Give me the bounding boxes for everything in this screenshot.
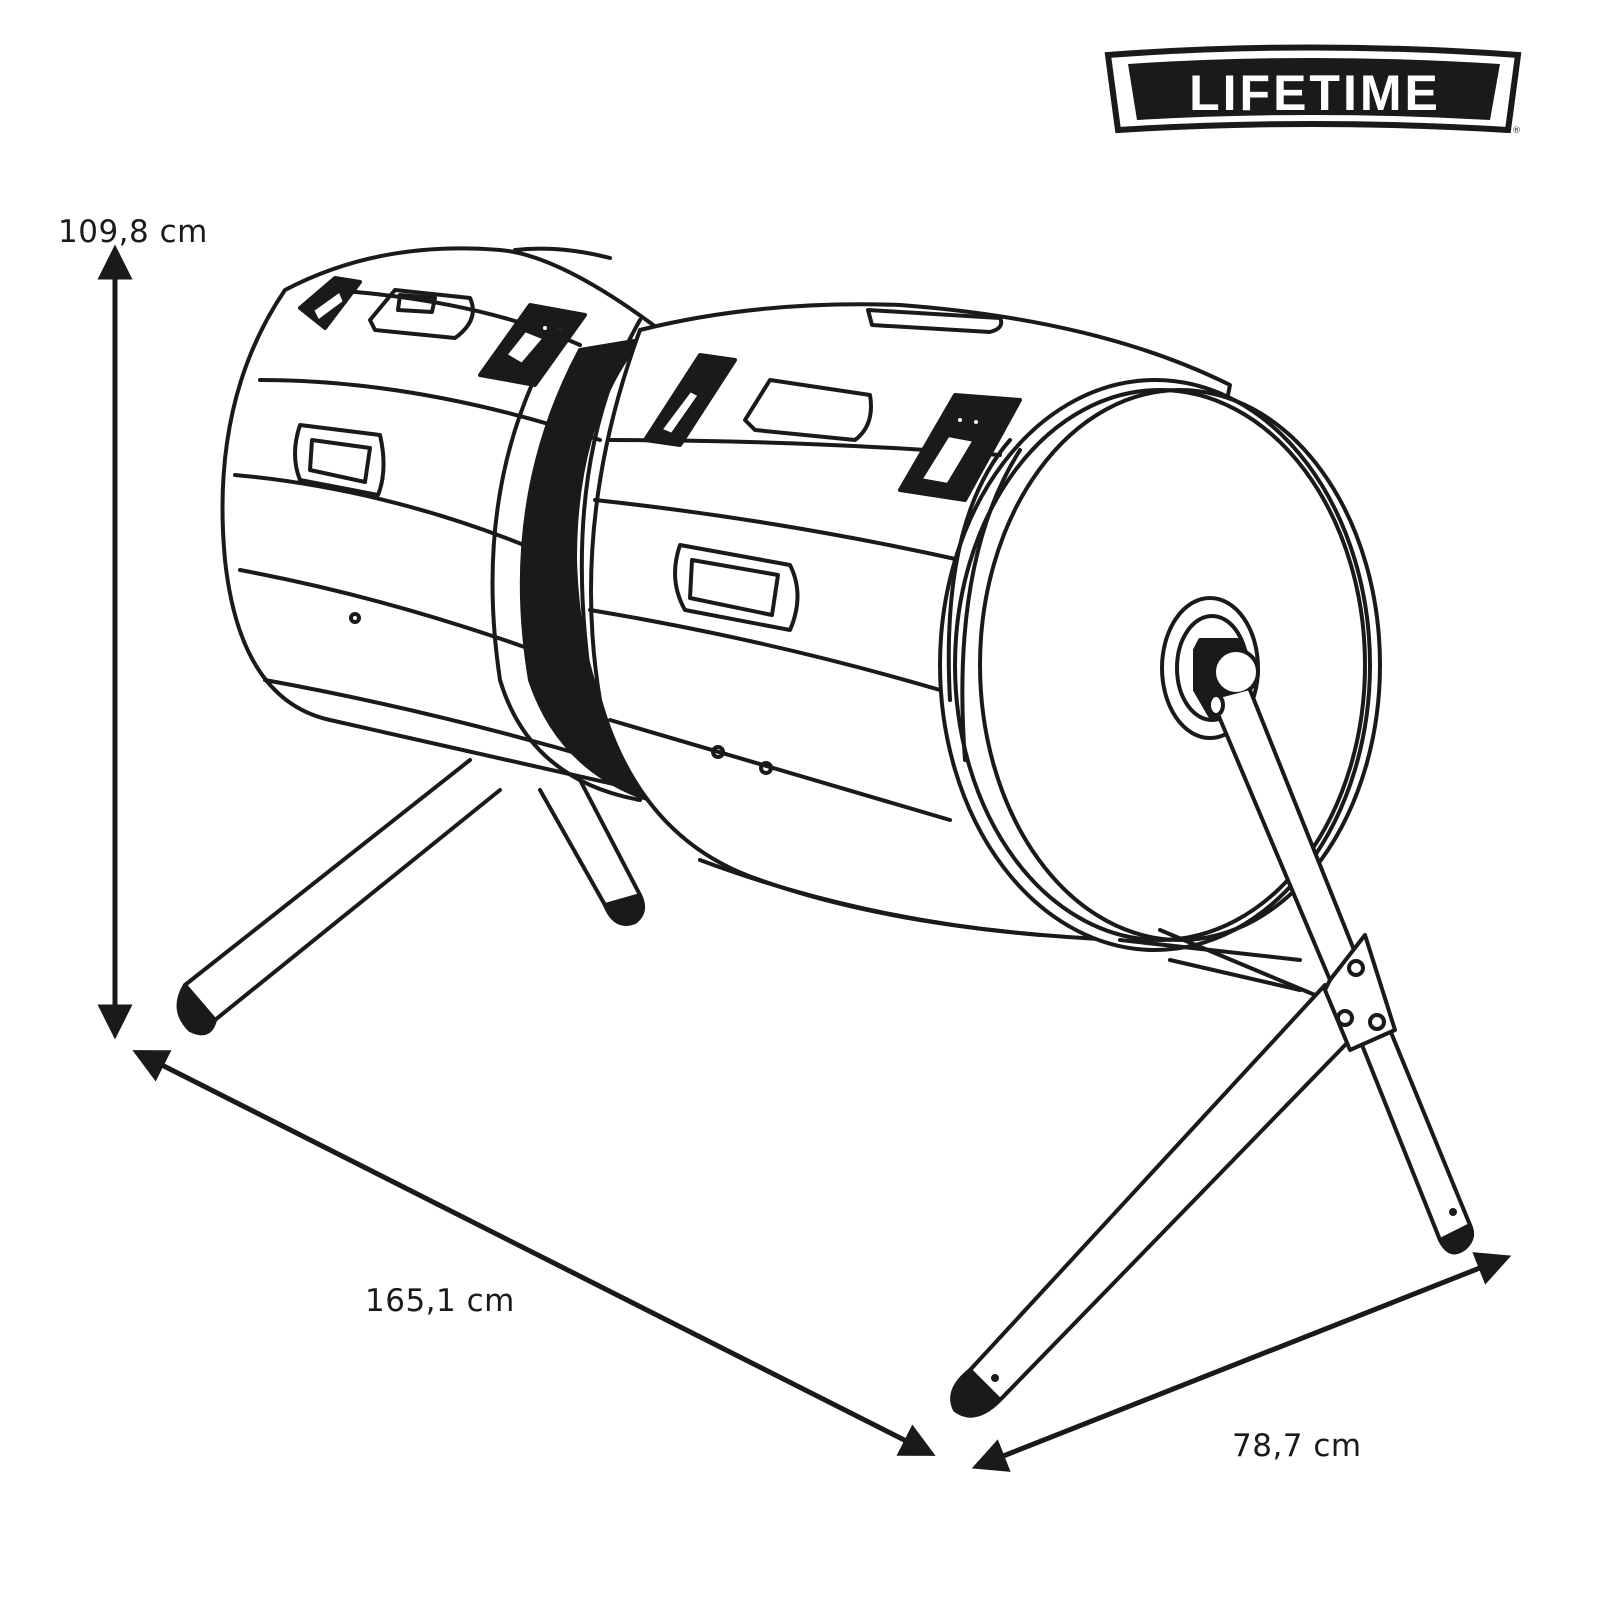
brand-name: LIFETIME [1189,65,1441,121]
hinge-plate [1323,933,1397,1052]
registered-mark: ® [1512,126,1521,136]
back-inner-leg [538,778,646,926]
length-dimension-label: 165,1 cm [365,1283,515,1319]
front-right-leg [1358,1028,1475,1255]
width-dimension-label: 78,7 cm [1232,1428,1362,1464]
back-left-leg [176,758,502,1036]
brand-logo: LIFETIME [1110,48,1520,138]
width-dimension-arrow [971,1252,1512,1472]
cross-brace [1118,928,1317,997]
front-left-leg [950,983,1352,1418]
brand-logo-badge [1104,44,1522,134]
length-dimension-arrow [132,1050,936,1456]
height-dimension-label: 109,8 cm [58,214,208,250]
